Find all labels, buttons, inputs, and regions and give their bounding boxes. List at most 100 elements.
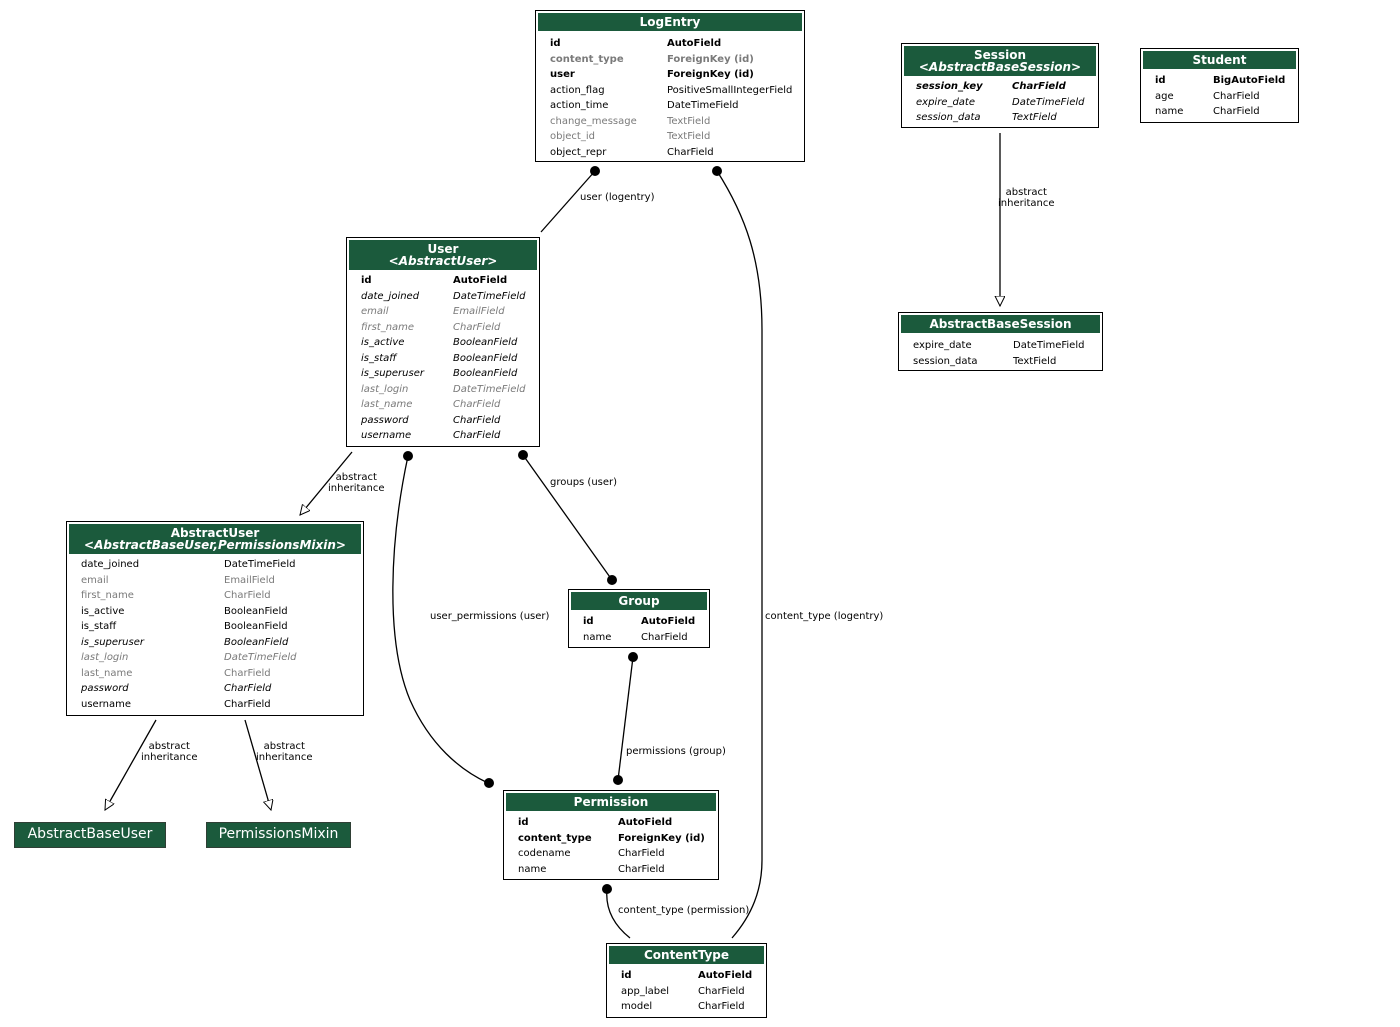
field-name: app_label xyxy=(621,985,670,997)
field-name: date_joined xyxy=(81,559,140,570)
field-type: DateTimeField xyxy=(1013,340,1085,351)
edge-groups-user xyxy=(518,450,617,585)
field-type: CharField xyxy=(1213,90,1260,102)
edge-label-session-inheritance: abstract inheritance xyxy=(998,187,1055,209)
field-name: action_flag xyxy=(550,84,605,96)
model-title: Student xyxy=(1143,51,1296,69)
field-type: CharField xyxy=(618,848,665,859)
edge-label-user-logentry: user (logentry) xyxy=(580,192,655,203)
field-name: id xyxy=(621,970,632,981)
field-name: id xyxy=(518,817,529,828)
model-subtitle: <AbstractBaseSession> xyxy=(918,60,1082,74)
field-name: object_repr xyxy=(550,146,607,158)
edge-label-user-inheritance: abstract inheritance xyxy=(328,472,385,494)
field-name: is_staff xyxy=(361,352,397,364)
field-type: CharField xyxy=(224,667,271,679)
model-abstractuser[interactable]: AbstractUser <AbstractBaseUser,Permissio… xyxy=(66,521,364,716)
model-title: Group xyxy=(571,592,707,610)
model-permissionsmixin[interactable]: PermissionsMixin xyxy=(206,822,351,848)
field-type: BooleanField xyxy=(224,636,289,648)
edge-label-abstractuser-inheritance-1: abstract inheritance xyxy=(141,741,198,763)
field-name: email xyxy=(81,574,109,586)
field-type: DateTimeField xyxy=(667,100,739,111)
field-name: user xyxy=(550,69,575,80)
edge-label-contenttype-permission: content_type (permission) xyxy=(618,905,750,916)
field-type: CharField xyxy=(224,698,271,710)
field-name: first_name xyxy=(81,590,134,601)
field-type: CharField xyxy=(224,683,272,694)
field-type: CharField xyxy=(1213,106,1260,117)
field-type: CharField xyxy=(453,321,501,333)
field-type: CharField xyxy=(453,430,501,441)
field-name: first_name xyxy=(361,321,415,333)
model-abstractbaseuser[interactable]: AbstractBaseUser xyxy=(14,822,166,848)
model-title: AbstractUser <AbstractBaseUser,Permissio… xyxy=(69,524,361,554)
field-name: last_login xyxy=(361,383,409,395)
field-name: id xyxy=(583,616,594,627)
field-name: codename xyxy=(518,848,571,859)
edge-abstractuser-permissionsmixin xyxy=(244,719,271,810)
field-name: is_superuser xyxy=(361,368,424,379)
field-name: last_login xyxy=(81,652,129,663)
edge-contenttype-logentry xyxy=(712,166,763,939)
edge-permissions-group xyxy=(613,652,638,785)
field-name: expire_date xyxy=(916,96,976,108)
field-type: BooleanField xyxy=(453,368,518,379)
field-type: BooleanField xyxy=(453,352,518,364)
edge-abstractuser-abstractbaseuser xyxy=(104,719,157,810)
model-session[interactable]: Session <AbstractBaseSession> session_ke… xyxy=(901,43,1099,128)
field-name: age xyxy=(1155,90,1174,102)
model-title: LogEntry xyxy=(538,13,802,31)
field-type: TextField xyxy=(1012,112,1057,123)
field-type: ForeignKey (id) xyxy=(667,53,754,65)
edge-label-groups-user: groups (user) xyxy=(550,477,618,488)
field-name: email xyxy=(361,306,389,317)
field-name: username xyxy=(361,430,412,441)
field-type: BooleanField xyxy=(224,605,288,617)
field-name: session_data xyxy=(916,112,981,123)
edge-label-user-permissions: user_permissions (user) xyxy=(430,611,550,622)
edge-user-logentry xyxy=(540,166,600,233)
field-name: session_data xyxy=(913,355,978,367)
field-name: action_time xyxy=(550,100,609,111)
model-title: User <AbstractUser> xyxy=(349,240,537,270)
field-type: BooleanField xyxy=(453,337,518,348)
field-name: object_id xyxy=(550,131,595,142)
field-type: AutoField xyxy=(698,970,753,981)
field-name: is_active xyxy=(361,337,405,348)
model-subtitle: <AbstractBaseUser,PermissionsMixin> xyxy=(84,538,346,552)
field-name: name xyxy=(518,863,547,875)
edge-label-abstractuser-inheritance-2: abstract inheritance xyxy=(256,741,313,763)
field-name: name xyxy=(583,631,612,643)
field-name: content_type xyxy=(518,832,592,844)
field-name: password xyxy=(81,683,129,694)
model-title: Session <AbstractBaseSession> xyxy=(904,46,1096,76)
field-type: CharField xyxy=(453,414,501,426)
field-name: is_staff xyxy=(81,621,117,632)
field-name: date_joined xyxy=(361,290,420,302)
field-name: model xyxy=(621,1001,653,1012)
edge-user-inheritance xyxy=(300,451,353,515)
field-name: is_superuser xyxy=(81,636,144,648)
field-type: BooleanField xyxy=(224,621,288,632)
field-name: name xyxy=(1155,106,1184,117)
field-name: content_type xyxy=(550,53,624,65)
field-type: BigAutoField xyxy=(1213,75,1286,86)
field-type: DateTimeField xyxy=(453,290,526,302)
field-name: change_message xyxy=(550,115,637,127)
field-type: EmailField xyxy=(224,574,275,586)
model-title: Permission xyxy=(506,793,716,811)
field-type: PositiveSmallIntegerField xyxy=(667,84,793,96)
field-type: CharField xyxy=(224,590,271,601)
field-type: DateTimeField xyxy=(224,559,296,570)
field-type: CharField xyxy=(641,631,688,643)
edge-label-contenttype-logentry: content_type (logentry) xyxy=(765,611,884,622)
